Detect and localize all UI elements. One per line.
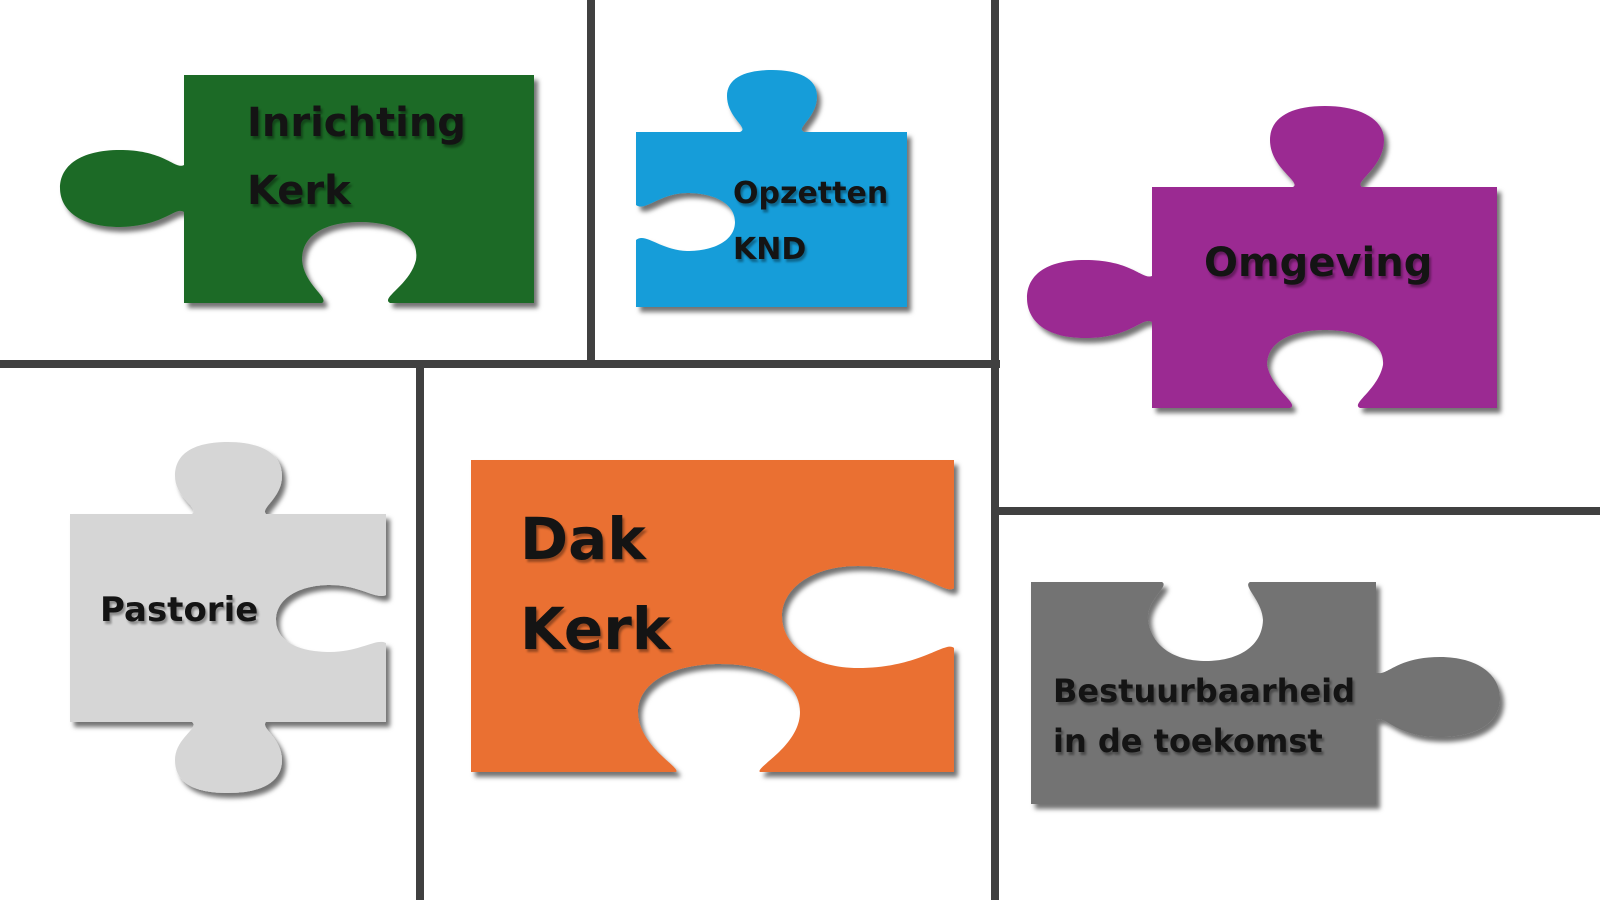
label-bestuur-line2: in de toekomst (1053, 722, 1323, 760)
puzzle-piece-bestuur (1031, 582, 1500, 804)
puzzle-piece-inrichting (60, 75, 534, 303)
label-opzetten-line1: Opzetten (733, 176, 889, 211)
label-omgeving: Omgeving (1204, 240, 1433, 286)
divider-bottom-vertical-left (416, 364, 424, 900)
label-dak-line1: Dak (520, 505, 646, 573)
puzzle-piece-pastorie (70, 442, 386, 793)
divider-main-vertical (991, 0, 999, 900)
divider-top-horizontal (0, 360, 1000, 368)
divider-top-vertical-left (587, 0, 595, 364)
puzzle-piece-opzetten (636, 70, 907, 307)
label-bestuur-line1: Bestuurbaarheid (1053, 672, 1356, 710)
label-opzetten-line2: KND (733, 232, 807, 267)
label-pastorie: Pastorie (100, 590, 259, 630)
label-dak-line2: Kerk (520, 595, 671, 663)
label-inrichting-line2: Kerk (247, 168, 351, 214)
divider-right-horizontal (995, 507, 1600, 515)
puzzle-piece-dak (471, 460, 954, 772)
label-inrichting-line1: Inrichting (247, 100, 466, 146)
puzzle-piece-omgeving (1027, 106, 1497, 408)
